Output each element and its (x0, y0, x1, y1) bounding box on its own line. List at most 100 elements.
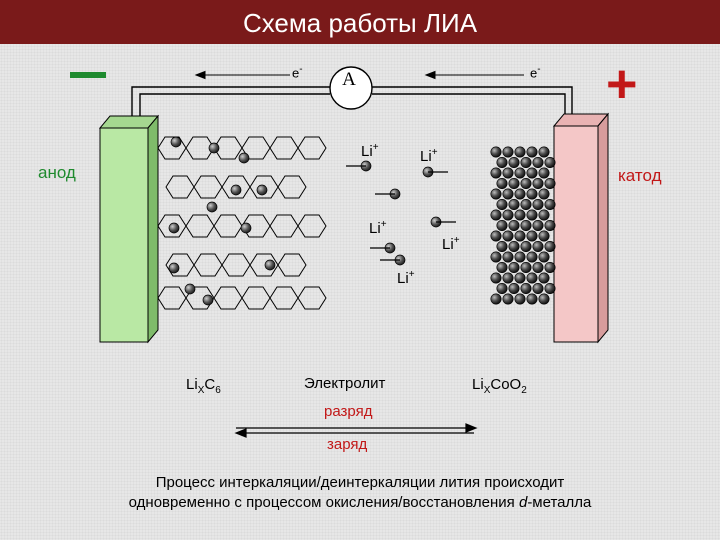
slide-title: Схема работы ЛИА (0, 0, 720, 44)
graphite-hexagon (269, 214, 299, 238)
intercalated-li-atom (170, 136, 182, 148)
graphite-hexagon (165, 175, 195, 199)
cathode-particle (496, 199, 508, 211)
graphite-hexagon (193, 253, 223, 277)
intercalated-li-atom (184, 283, 196, 295)
intercalated-li-atom (230, 184, 242, 196)
cathode-particle (526, 293, 538, 305)
graphite-hexagon (277, 175, 307, 199)
graphite-hexagon (157, 286, 187, 310)
cathode-particle (490, 146, 502, 158)
cathode-particle (532, 282, 544, 294)
cathode-particle (520, 241, 532, 253)
intercalated-li-atom (168, 222, 180, 234)
cathode-particle (532, 157, 544, 169)
cathode-particle (496, 261, 508, 273)
cathode-particle (502, 167, 514, 179)
graphite-hexagon (193, 175, 223, 199)
electrolyte-label: Электролит (304, 375, 386, 392)
cathode-particle (538, 188, 550, 200)
intercalated-li-atom (208, 142, 220, 154)
cathode-particle (544, 261, 556, 273)
charge-arrow-head (234, 428, 247, 438)
cathode-particle (526, 209, 538, 221)
cathode-particle (538, 167, 550, 179)
graphite-hexagon (241, 286, 271, 310)
charge-label: заряд (327, 436, 368, 453)
cathode-particle (496, 241, 508, 253)
graphite-hexagon (213, 286, 243, 310)
cathode-particle (490, 293, 502, 305)
intercalated-li-atom (238, 152, 250, 164)
intercalated-li-atom (206, 201, 218, 213)
ammeter-label: A (342, 69, 356, 90)
cathode-particle (514, 146, 526, 158)
cathode-particle (544, 178, 556, 190)
cathode-particle (532, 261, 544, 273)
intercalated-li-atom (240, 222, 252, 234)
cathode-particle (514, 272, 526, 284)
intercalated-li-atom (264, 259, 276, 271)
electron-label-right: e- (530, 64, 541, 81)
cathode-particle (538, 146, 550, 158)
cathode-particle (496, 157, 508, 169)
cathode-particle (526, 188, 538, 200)
cathode-particle (502, 251, 514, 263)
cathode-particle (490, 209, 502, 221)
graphite-hexagon (269, 136, 299, 160)
li-ion-label: Li+ (397, 269, 415, 287)
cathode-particle (532, 199, 544, 211)
electron-flow-arrow (194, 70, 524, 80)
cathode-particle (526, 272, 538, 284)
li-ion-label: Li+ (442, 235, 460, 253)
cathode-particle (508, 157, 520, 169)
cathode-particle (538, 230, 550, 242)
caption-line-2: одновременно с процессом окисления/восст… (128, 494, 592, 511)
process-arrows (234, 423, 478, 438)
graphite-hexagon (277, 253, 307, 277)
cathode-particle (514, 188, 526, 200)
graphite-layers (157, 136, 327, 310)
intercalated-li-atom (168, 262, 180, 274)
cathode-particle (508, 220, 520, 232)
ammeter-circle (329, 66, 373, 110)
cathode-particle (544, 199, 556, 211)
cathode-particle (502, 146, 514, 158)
li-ion-label: Li+ (361, 142, 379, 160)
intercalated-li-atom (202, 294, 214, 306)
cathode-particle (490, 251, 502, 263)
cathode-particle (520, 178, 532, 190)
cathode-particle (496, 178, 508, 190)
cathode-particle (508, 282, 520, 294)
cathode-particle (544, 282, 556, 294)
cathode-particle (532, 220, 544, 232)
cathode-particle (520, 261, 532, 273)
cathode-particle (490, 230, 502, 242)
cathode-particle (544, 220, 556, 232)
cathode-particle (520, 282, 532, 294)
cathode-formula: LiXCoO2 (472, 376, 527, 396)
cathode-particle (538, 272, 550, 284)
cathode-particle (490, 272, 502, 284)
graphite-hexagon (297, 214, 327, 238)
cathode-particle (538, 251, 550, 263)
cathode-particle (538, 293, 550, 305)
cathode-particle (490, 188, 502, 200)
cathode-label: катод (618, 166, 662, 185)
cathode-particle (520, 199, 532, 211)
cathode-particle (514, 293, 526, 305)
graphite-hexagon (185, 214, 215, 238)
graphite-hexagon (213, 214, 243, 238)
cathode-particle (526, 146, 538, 158)
cathode-particle (514, 251, 526, 263)
caption-line-1: Процесс интеркаляции/деинтеркаляции лити… (155, 474, 565, 491)
graphite-hexagon (297, 136, 327, 160)
cathode-particle (514, 209, 526, 221)
anode-formula: LiXC6 (186, 376, 221, 396)
cathode-particle (502, 272, 514, 284)
li-ion-label: Li+ (420, 147, 438, 165)
anode-plate (98, 114, 160, 344)
cathode-particle (508, 241, 520, 253)
positive-terminal-sign: + (606, 54, 638, 114)
